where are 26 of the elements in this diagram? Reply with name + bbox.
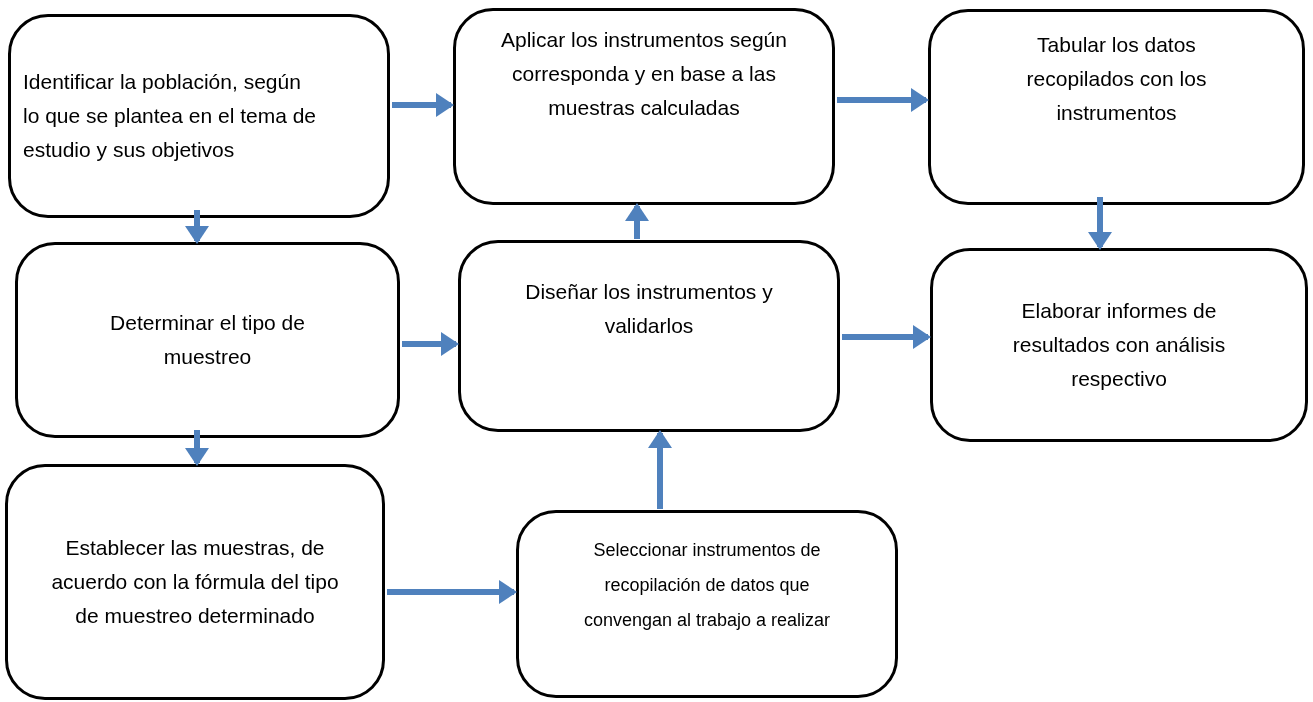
- arrow: [392, 93, 454, 117]
- arrow: [1088, 197, 1112, 250]
- process-box: [453, 8, 835, 205]
- process-box: [928, 9, 1305, 205]
- arrow: [185, 210, 209, 244]
- arrow: [625, 203, 649, 239]
- arrow: [185, 430, 209, 466]
- arrow: [842, 325, 931, 349]
- arrow: [837, 88, 929, 112]
- box-text: Tabular los datos recopilados con los instrumentos: [1025, 32, 1208, 126]
- process-box: [930, 248, 1308, 442]
- box-text: Determinar el tipo de muestreo: [109, 310, 306, 370]
- box-text: Seleccionar instrumentos de recopilación de datos que convengan al trabajo a realizar: [582, 539, 832, 632]
- box-text: Aplicar los instrumentos según corresponda y en base a las muestras calculadas: [500, 27, 788, 121]
- arrow: [387, 580, 517, 604]
- box-text: Identificar la población, según lo que se plantea en el tema de estudio y sus objetivos: [23, 69, 318, 163]
- process-box: [5, 464, 385, 700]
- process-box: [516, 510, 898, 698]
- process-box: [458, 240, 840, 432]
- box-text: Establecer las muestras, de acuerdo con la fórmula del tipo de muestreo determinado: [50, 535, 340, 629]
- process-box: [15, 242, 400, 438]
- box-text: Diseñar los instrumentos y validarlos: [524, 279, 774, 339]
- arrow: [402, 332, 459, 356]
- process-box: [8, 14, 390, 218]
- box-text: Elaborar informes de resultados con análisis respectivo: [1011, 298, 1227, 392]
- arrow: [648, 430, 672, 509]
